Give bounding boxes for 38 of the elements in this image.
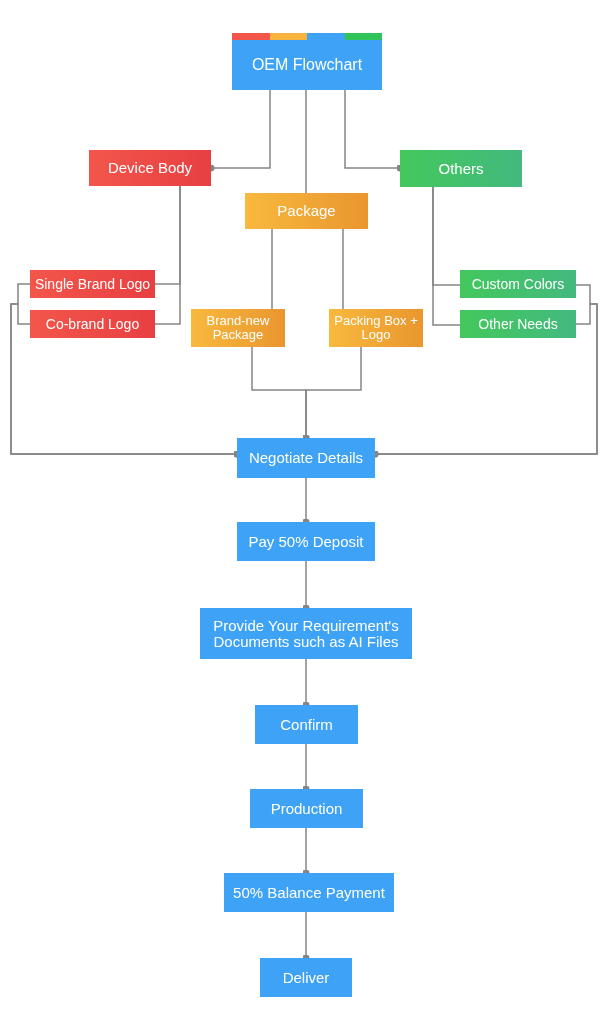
process-box xyxy=(30,270,155,298)
box-label: Custom Colors xyxy=(471,276,565,292)
box-label: Provide Your Requirement's Documents such as AI Files xyxy=(212,617,400,650)
box-label: 50% Balance Payment xyxy=(233,884,385,901)
process-box xyxy=(460,310,576,338)
box-label: Co-brand Logo xyxy=(45,316,140,332)
process-box xyxy=(89,150,211,186)
box-label: Negotiate Details xyxy=(248,450,364,466)
process-box xyxy=(237,522,375,561)
box-label: Packing Box + Logo xyxy=(333,314,419,342)
box-label: Device Body xyxy=(107,160,193,176)
process-box xyxy=(191,309,285,347)
process-box xyxy=(200,608,412,659)
connector xyxy=(271,228,273,310)
box-label: Other Needs xyxy=(478,316,558,332)
connector xyxy=(432,186,461,326)
box-label: Brand-new Package xyxy=(205,314,271,342)
box-label: Single Brand Logo xyxy=(34,276,151,292)
process-box xyxy=(30,310,155,338)
connector xyxy=(154,185,181,325)
connector xyxy=(342,228,344,310)
box-label: Deliver xyxy=(282,969,330,986)
process-box xyxy=(260,958,352,997)
process-box xyxy=(224,873,394,912)
box-label: Others xyxy=(438,160,484,177)
process-box xyxy=(400,150,522,187)
process-box xyxy=(237,438,375,478)
connector xyxy=(305,89,307,194)
box-label: OEM Flowchart xyxy=(251,56,363,74)
process-box xyxy=(250,789,363,828)
process-box xyxy=(255,705,358,744)
box-label: Production xyxy=(270,800,343,817)
process-box xyxy=(460,270,576,298)
box-label: Confirm xyxy=(280,716,333,733)
process-box xyxy=(245,193,368,229)
box-label: Package xyxy=(277,203,336,219)
process-box xyxy=(232,40,382,90)
box-label: Pay 50% Deposit xyxy=(248,533,364,550)
